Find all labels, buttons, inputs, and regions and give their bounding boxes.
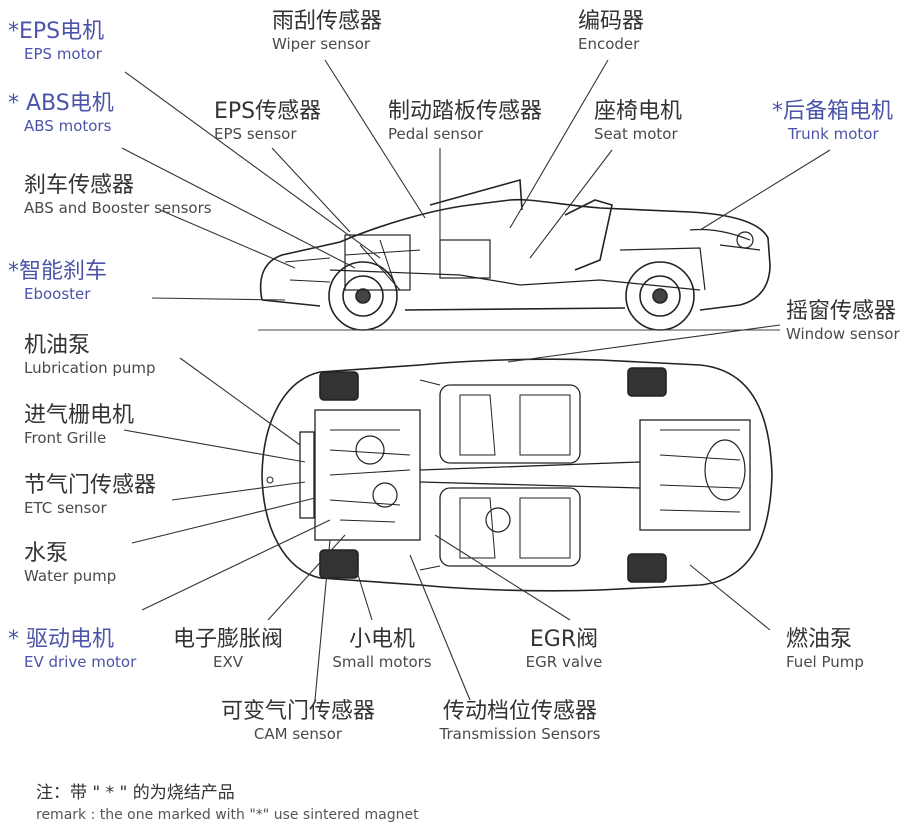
- label-fuel-pump-en: Fuel Pump: [786, 653, 864, 672]
- label-ev-drive-en: EV drive motor: [24, 653, 137, 672]
- label-eps-motor-zh: *EPS电机: [8, 19, 105, 44]
- label-abs-motors-en: ABS motors: [24, 117, 112, 136]
- label-etc-sensor-en: ETC sensor: [24, 499, 107, 518]
- label-front-grille-en: Front Grille: [24, 429, 107, 448]
- label-exv-zh: 电子膨胀阀: [172, 627, 284, 652]
- label-exv: 电子膨胀阀 EXV: [172, 627, 284, 672]
- label-water-pump-en: Water pump: [24, 567, 117, 586]
- label-seat: 座椅电机 Seat motor: [594, 99, 683, 144]
- label-lube-pump-zh: 机油泵: [24, 333, 91, 358]
- label-abs-motors: * ABS电机 ABS motors: [8, 91, 114, 136]
- label-cam: 可变气门传感器 CAM sensor: [220, 699, 376, 744]
- label-transmission-zh: 传动档位传感器: [442, 699, 597, 724]
- label-encoder-en: Encoder: [578, 35, 640, 54]
- label-wiper: 雨刮传感器 Wiper sensor: [272, 9, 383, 54]
- label-etc-sensor-zh: 节气门传感器: [24, 473, 157, 498]
- label-cam-en: CAM sensor: [253, 725, 343, 744]
- label-pedal-en: Pedal sensor: [388, 125, 484, 144]
- label-small-motors: 小电机 Small motors: [332, 627, 432, 672]
- label-seat-zh: 座椅电机: [594, 99, 683, 124]
- label-front-grille: 进气栅电机 Front Grille: [24, 403, 135, 448]
- label-window: 摇窗传感器 Window sensor: [786, 299, 900, 344]
- label-egr: EGR阀 EGR valve: [525, 627, 603, 672]
- label-lube-pump: 机油泵 Lubrication pump: [24, 333, 156, 378]
- label-pedal: 制动踏板传感器 Pedal sensor: [388, 99, 543, 144]
- label-abs-motors-zh: * ABS电机: [8, 91, 114, 116]
- label-eps-sensor-en: EPS sensor: [214, 125, 297, 144]
- label-trunk-zh: *后备箱电机: [772, 99, 894, 124]
- label-eps-sensor-zh: EPS传感器: [214, 99, 322, 124]
- label-ebooster: *智能刹车 Ebooster: [8, 259, 108, 304]
- label-transmission-en: Transmission Sensors: [439, 725, 601, 744]
- label-small-motors-en: Small motors: [332, 653, 432, 672]
- label-wiper-zh: 雨刮传感器: [272, 9, 383, 34]
- label-eps-motor-en: EPS motor: [24, 45, 102, 64]
- footnote-en: remark : the one marked with "*" use sin…: [36, 807, 419, 823]
- footnote-zh: 注：带 " * " 的为烧结产品: [36, 783, 235, 803]
- label-brake-sensor-zh: 刹车传感器: [24, 173, 135, 198]
- label-etc-sensor: 节气门传感器 ETC sensor: [24, 473, 157, 518]
- label-small-motors-zh: 小电机: [348, 627, 416, 652]
- leader-lines: [121, 59, 831, 701]
- label-seat-en: Seat motor: [594, 125, 678, 144]
- car-top-view: [261, 358, 773, 592]
- label-exv-en: EXV: [212, 653, 244, 672]
- label-pedal-zh: 制动踏板传感器: [388, 99, 543, 124]
- car-side-view: [259, 178, 771, 331]
- label-transmission: 传动档位传感器 Transmission Sensors: [439, 699, 601, 744]
- footnote: 注：带 " * " 的为烧结产品 remark : the one marked…: [36, 778, 419, 823]
- label-eps-sensor: EPS传感器 EPS sensor: [214, 99, 322, 144]
- label-trunk-en: Trunk motor: [788, 125, 879, 144]
- label-fuel-pump: 燃油泵 Fuel Pump: [786, 627, 864, 672]
- label-cam-zh: 可变气门传感器: [220, 699, 376, 724]
- label-water-pump: 水泵 Water pump: [24, 541, 117, 586]
- label-egr-zh: EGR阀: [529, 627, 599, 652]
- label-wiper-en: Wiper sensor: [272, 35, 371, 54]
- label-trunk: *后备箱电机 Trunk motor: [772, 99, 894, 144]
- label-water-pump-zh: 水泵: [24, 541, 69, 566]
- label-ebooster-en: Ebooster: [24, 285, 91, 304]
- label-fuel-pump-zh: 燃油泵: [786, 627, 853, 652]
- label-ev-drive-zh: * 驱动电机: [8, 627, 114, 652]
- label-encoder-zh: 编码器: [578, 9, 645, 34]
- label-eps-motor: *EPS电机 EPS motor: [8, 19, 105, 64]
- label-brake-sensor-en: ABS and Booster sensors: [24, 199, 212, 218]
- label-ev-drive: * 驱动电机 EV drive motor: [8, 627, 137, 672]
- label-window-en: Window sensor: [786, 325, 900, 344]
- label-ebooster-zh: *智能刹车: [8, 259, 108, 284]
- label-window-zh: 摇窗传感器: [786, 299, 897, 324]
- label-lube-pump-en: Lubrication pump: [24, 359, 156, 378]
- label-egr-en: EGR valve: [525, 653, 603, 672]
- label-encoder: 编码器 Encoder: [578, 9, 645, 54]
- label-front-grille-zh: 进气栅电机: [24, 403, 135, 428]
- label-brake-sensor: 刹车传感器 ABS and Booster sensors: [24, 173, 212, 218]
